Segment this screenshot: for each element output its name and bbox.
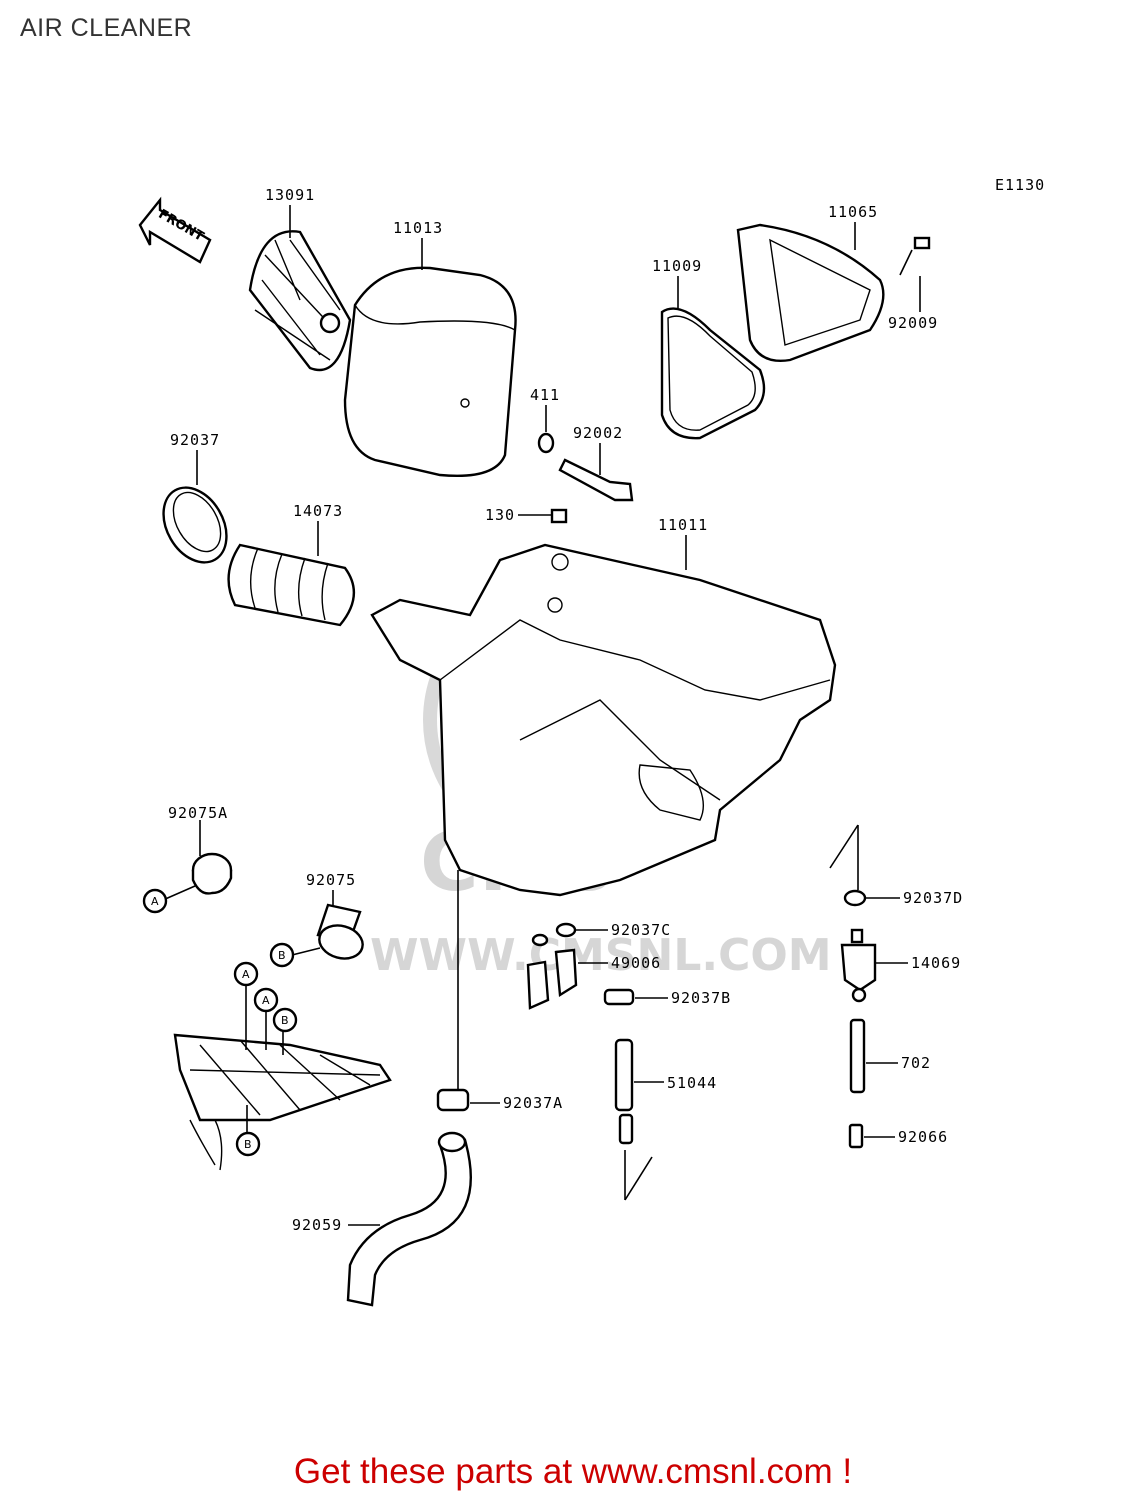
callout-A-3: A bbox=[262, 994, 270, 1007]
callout-B-1: B bbox=[278, 949, 286, 962]
label-92002: 92002 bbox=[573, 424, 623, 442]
part-92059: 92059 bbox=[292, 1131, 473, 1307]
label-92075A: 92075A bbox=[168, 804, 228, 822]
callout-A-1: A bbox=[151, 895, 159, 908]
callout-B-2: B bbox=[281, 1014, 289, 1027]
label-92037A: 92037A bbox=[503, 1094, 563, 1112]
label-14069: 14069 bbox=[911, 954, 961, 972]
label-92037B: 92037B bbox=[671, 989, 731, 1007]
label-11013: 11013 bbox=[393, 219, 443, 237]
part-92075A: 92075A A bbox=[142, 804, 233, 914]
label-11065: 11065 bbox=[828, 203, 878, 221]
label-92037C: 92037C bbox=[611, 921, 671, 939]
part-11065: 11065 bbox=[736, 203, 885, 362]
part-702: 702 bbox=[849, 1018, 931, 1094]
footer-link[interactable]: Get these parts at www.cmsnl.com ! bbox=[293, 1452, 853, 1491]
part-11013: 11013 bbox=[343, 219, 517, 477]
label-92075: 92075 bbox=[306, 871, 356, 889]
part-92066: 92066 bbox=[848, 1123, 948, 1149]
part-92037: 92037 bbox=[162, 431, 228, 564]
part-14069: 14069 bbox=[840, 928, 961, 1003]
part-92037B: 92037B bbox=[603, 988, 731, 1007]
part-92009: 92009 bbox=[888, 236, 938, 332]
part-130: 130 bbox=[485, 506, 568, 524]
part-92037D: 92037D bbox=[829, 824, 963, 907]
callout-B-3: B bbox=[244, 1138, 252, 1151]
front-arrow: FRONT bbox=[138, 196, 212, 264]
part-49006: 49006 bbox=[526, 948, 661, 1010]
label-92059: 92059 bbox=[292, 1216, 342, 1234]
watermark-url: WWW.CMSNL.COM bbox=[370, 930, 832, 981]
part-411: 411 bbox=[530, 386, 560, 454]
label-51044: 51044 bbox=[667, 1074, 717, 1092]
label-92009: 92009 bbox=[888, 314, 938, 332]
label-130: 130 bbox=[485, 506, 515, 524]
callout-A-2: A bbox=[242, 968, 250, 981]
diagram-code: E1130 bbox=[995, 176, 1045, 194]
part-92037C: 92037C bbox=[531, 921, 671, 947]
label-92037: 92037 bbox=[170, 431, 220, 449]
label-11009: 11009 bbox=[652, 257, 702, 275]
label-11011: 11011 bbox=[658, 516, 708, 534]
page-title: AIR CLEANER bbox=[20, 14, 193, 42]
part-51044: 51044 bbox=[614, 1038, 717, 1201]
label-92066: 92066 bbox=[898, 1128, 948, 1146]
frame-assembly: A A B B bbox=[173, 961, 392, 1171]
label-702: 702 bbox=[901, 1054, 931, 1072]
part-11009: 11009 bbox=[652, 257, 766, 440]
part-14073: 14073 bbox=[227, 502, 356, 627]
part-11011: 11011 bbox=[370, 516, 837, 1090]
part-92075: 92075 B bbox=[269, 871, 364, 968]
part-92037A: 92037A bbox=[436, 1088, 563, 1112]
label-14073: 14073 bbox=[293, 502, 343, 520]
label-92037D: 92037D bbox=[903, 889, 963, 907]
label-49006: 49006 bbox=[611, 954, 661, 972]
part-92002: 92002 bbox=[558, 424, 634, 502]
part-13091: 13091 bbox=[248, 186, 352, 372]
label-411: 411 bbox=[530, 386, 560, 404]
label-13091: 13091 bbox=[265, 186, 315, 204]
